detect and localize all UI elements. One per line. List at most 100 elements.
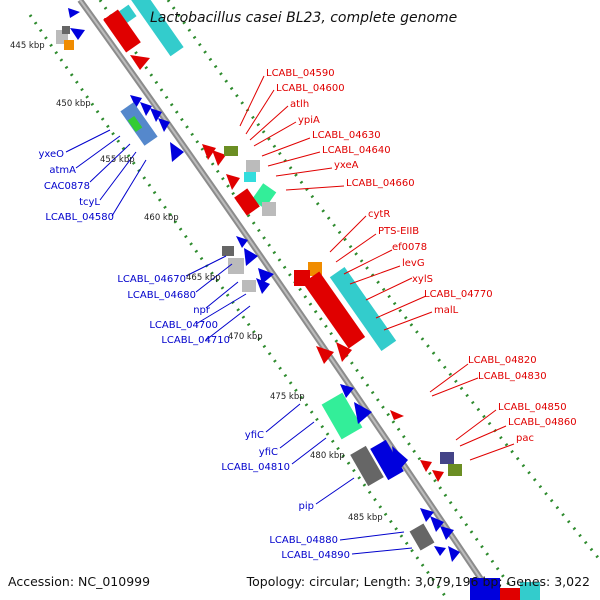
gene-label: yxeO: [38, 149, 64, 160]
gene-arrow: [420, 508, 434, 522]
gene-features: [56, 0, 540, 600]
gene-label: LCABL_04670: [117, 274, 186, 285]
gene-label: PTS-EIIB: [378, 226, 419, 237]
gene-arrow: [392, 446, 408, 474]
gene-label: npr: [193, 305, 211, 316]
dotted-tracks: [28, 0, 600, 600]
gene-arrow: [130, 95, 142, 108]
gene-label: LCABL_04630: [312, 130, 381, 141]
accession-text: Accession: NC_010999: [8, 574, 150, 589]
gene-arrow: [244, 248, 258, 266]
gene-block: [262, 202, 276, 216]
gene-block: [321, 392, 363, 440]
gene-label: LCABL_04830: [478, 371, 547, 382]
gene-label: LCABL_04880: [269, 535, 338, 546]
gene-label: atmA: [49, 165, 76, 176]
gene-arrow: [316, 346, 334, 364]
gene-arrow: [434, 546, 446, 556]
gene-arrow: [256, 278, 270, 294]
gene-label: LCABL_04700: [149, 320, 218, 331]
gene-block: [329, 266, 397, 352]
gene-block: [234, 188, 260, 216]
kbp-tick-labels: 445 kbp 450 kbp 455 kbp 460 kbp 465 kbp …: [10, 41, 383, 523]
gene-label: levG: [402, 258, 425, 269]
gene-label: CAC0878: [44, 181, 90, 192]
gene-label: ypiA: [298, 115, 320, 126]
gene-label: pac: [516, 433, 534, 444]
gene-block: [440, 452, 454, 464]
gene-block: [500, 588, 520, 600]
gene-label: LCABL_04820: [468, 355, 537, 366]
gene-block: [244, 172, 256, 182]
kbp-tick: 460 kbp: [144, 213, 179, 223]
gene-arrow: [68, 8, 80, 18]
gene-arrow: [448, 546, 460, 562]
gene-label: LCABL_04600: [276, 83, 345, 94]
reverse-gene-labels: yxeO atmA CAC0878 tcyL LCABL_04580 LCABL…: [38, 149, 350, 561]
gene-arrow: [430, 516, 444, 532]
gene-arrow: [258, 268, 274, 284]
gene-arrow: [336, 342, 352, 362]
gene-arrow: [104, 18, 118, 30]
gene-arrow: [432, 470, 444, 482]
leader-lines: [65, 75, 515, 555]
gene-arrow: [226, 174, 240, 190]
kbp-tick: 455 kbp: [100, 155, 135, 165]
genome-title: Lactobacillus casei BL23, complete genom…: [150, 10, 457, 26]
gene-arrow: [354, 402, 372, 424]
gene-block: [130, 0, 184, 57]
gene-block: [64, 40, 74, 50]
gene-label: LCABL_04640: [322, 145, 391, 156]
gene-label: yfiC: [259, 447, 278, 458]
gene-arrow: [212, 150, 226, 166]
kbp-tick: 475 kbp: [270, 392, 305, 402]
gene-block: [470, 578, 500, 600]
gene-arrow: [170, 142, 184, 162]
gene-arrow: [130, 55, 150, 70]
gene-label: pip: [299, 501, 314, 512]
gene-label: LCABL_04860: [508, 417, 577, 428]
gene-label: LCABL_04590: [266, 68, 335, 79]
gene-label: LCABL_04810: [221, 462, 290, 473]
kbp-tick: 485 kbp: [348, 513, 383, 523]
kbp-tick: 445 kbp: [10, 41, 45, 51]
kbp-tick: 465 kbp: [186, 273, 221, 283]
gene-label: tcyL: [79, 197, 100, 208]
gene-block: [302, 271, 366, 349]
gene-arrow: [340, 384, 354, 398]
gene-label: LCABL_04850: [498, 402, 567, 413]
gene-block: [246, 160, 260, 172]
kbp-tick: 480 kbp: [310, 451, 345, 461]
kbp-tick: 470 kbp: [228, 332, 263, 342]
gene-block: [409, 523, 435, 551]
gene-block: [370, 439, 404, 481]
gene-label: LCABL_04770: [424, 289, 493, 300]
gene-arrow: [236, 236, 248, 248]
gene-label: atlh: [290, 99, 309, 110]
gene-block: [222, 246, 234, 256]
gene-label: cytR: [368, 209, 390, 220]
gene-label: ef0078: [392, 242, 427, 253]
gene-label: malL: [434, 305, 459, 316]
gene-label: yfiC: [245, 430, 264, 441]
forward-gene-labels: LCABL_04590 LCABL_04600 atlh ypiA LCABL_…: [266, 68, 577, 444]
kbp-tick: 450 kbp: [56, 99, 91, 109]
gene-block: [62, 26, 70, 34]
gene-arrow: [150, 108, 162, 122]
gene-label: LCABL_04680: [127, 290, 196, 301]
gene-arrow: [420, 460, 432, 472]
gene-arrow: [440, 526, 454, 540]
gene-block: [224, 146, 238, 156]
gene-block: [520, 582, 540, 600]
gene-block: [251, 183, 277, 209]
gene-block: [448, 464, 462, 476]
gene-arrow: [70, 28, 85, 40]
gene-arrow: [390, 410, 404, 420]
gene-label: LCABL_04710: [161, 335, 230, 346]
gene-block: [350, 445, 384, 487]
gene-label: yxeA: [334, 160, 359, 171]
gene-block: [127, 115, 143, 133]
gene-label: LCABL_04660: [346, 178, 415, 189]
gene-arrow: [202, 144, 216, 160]
